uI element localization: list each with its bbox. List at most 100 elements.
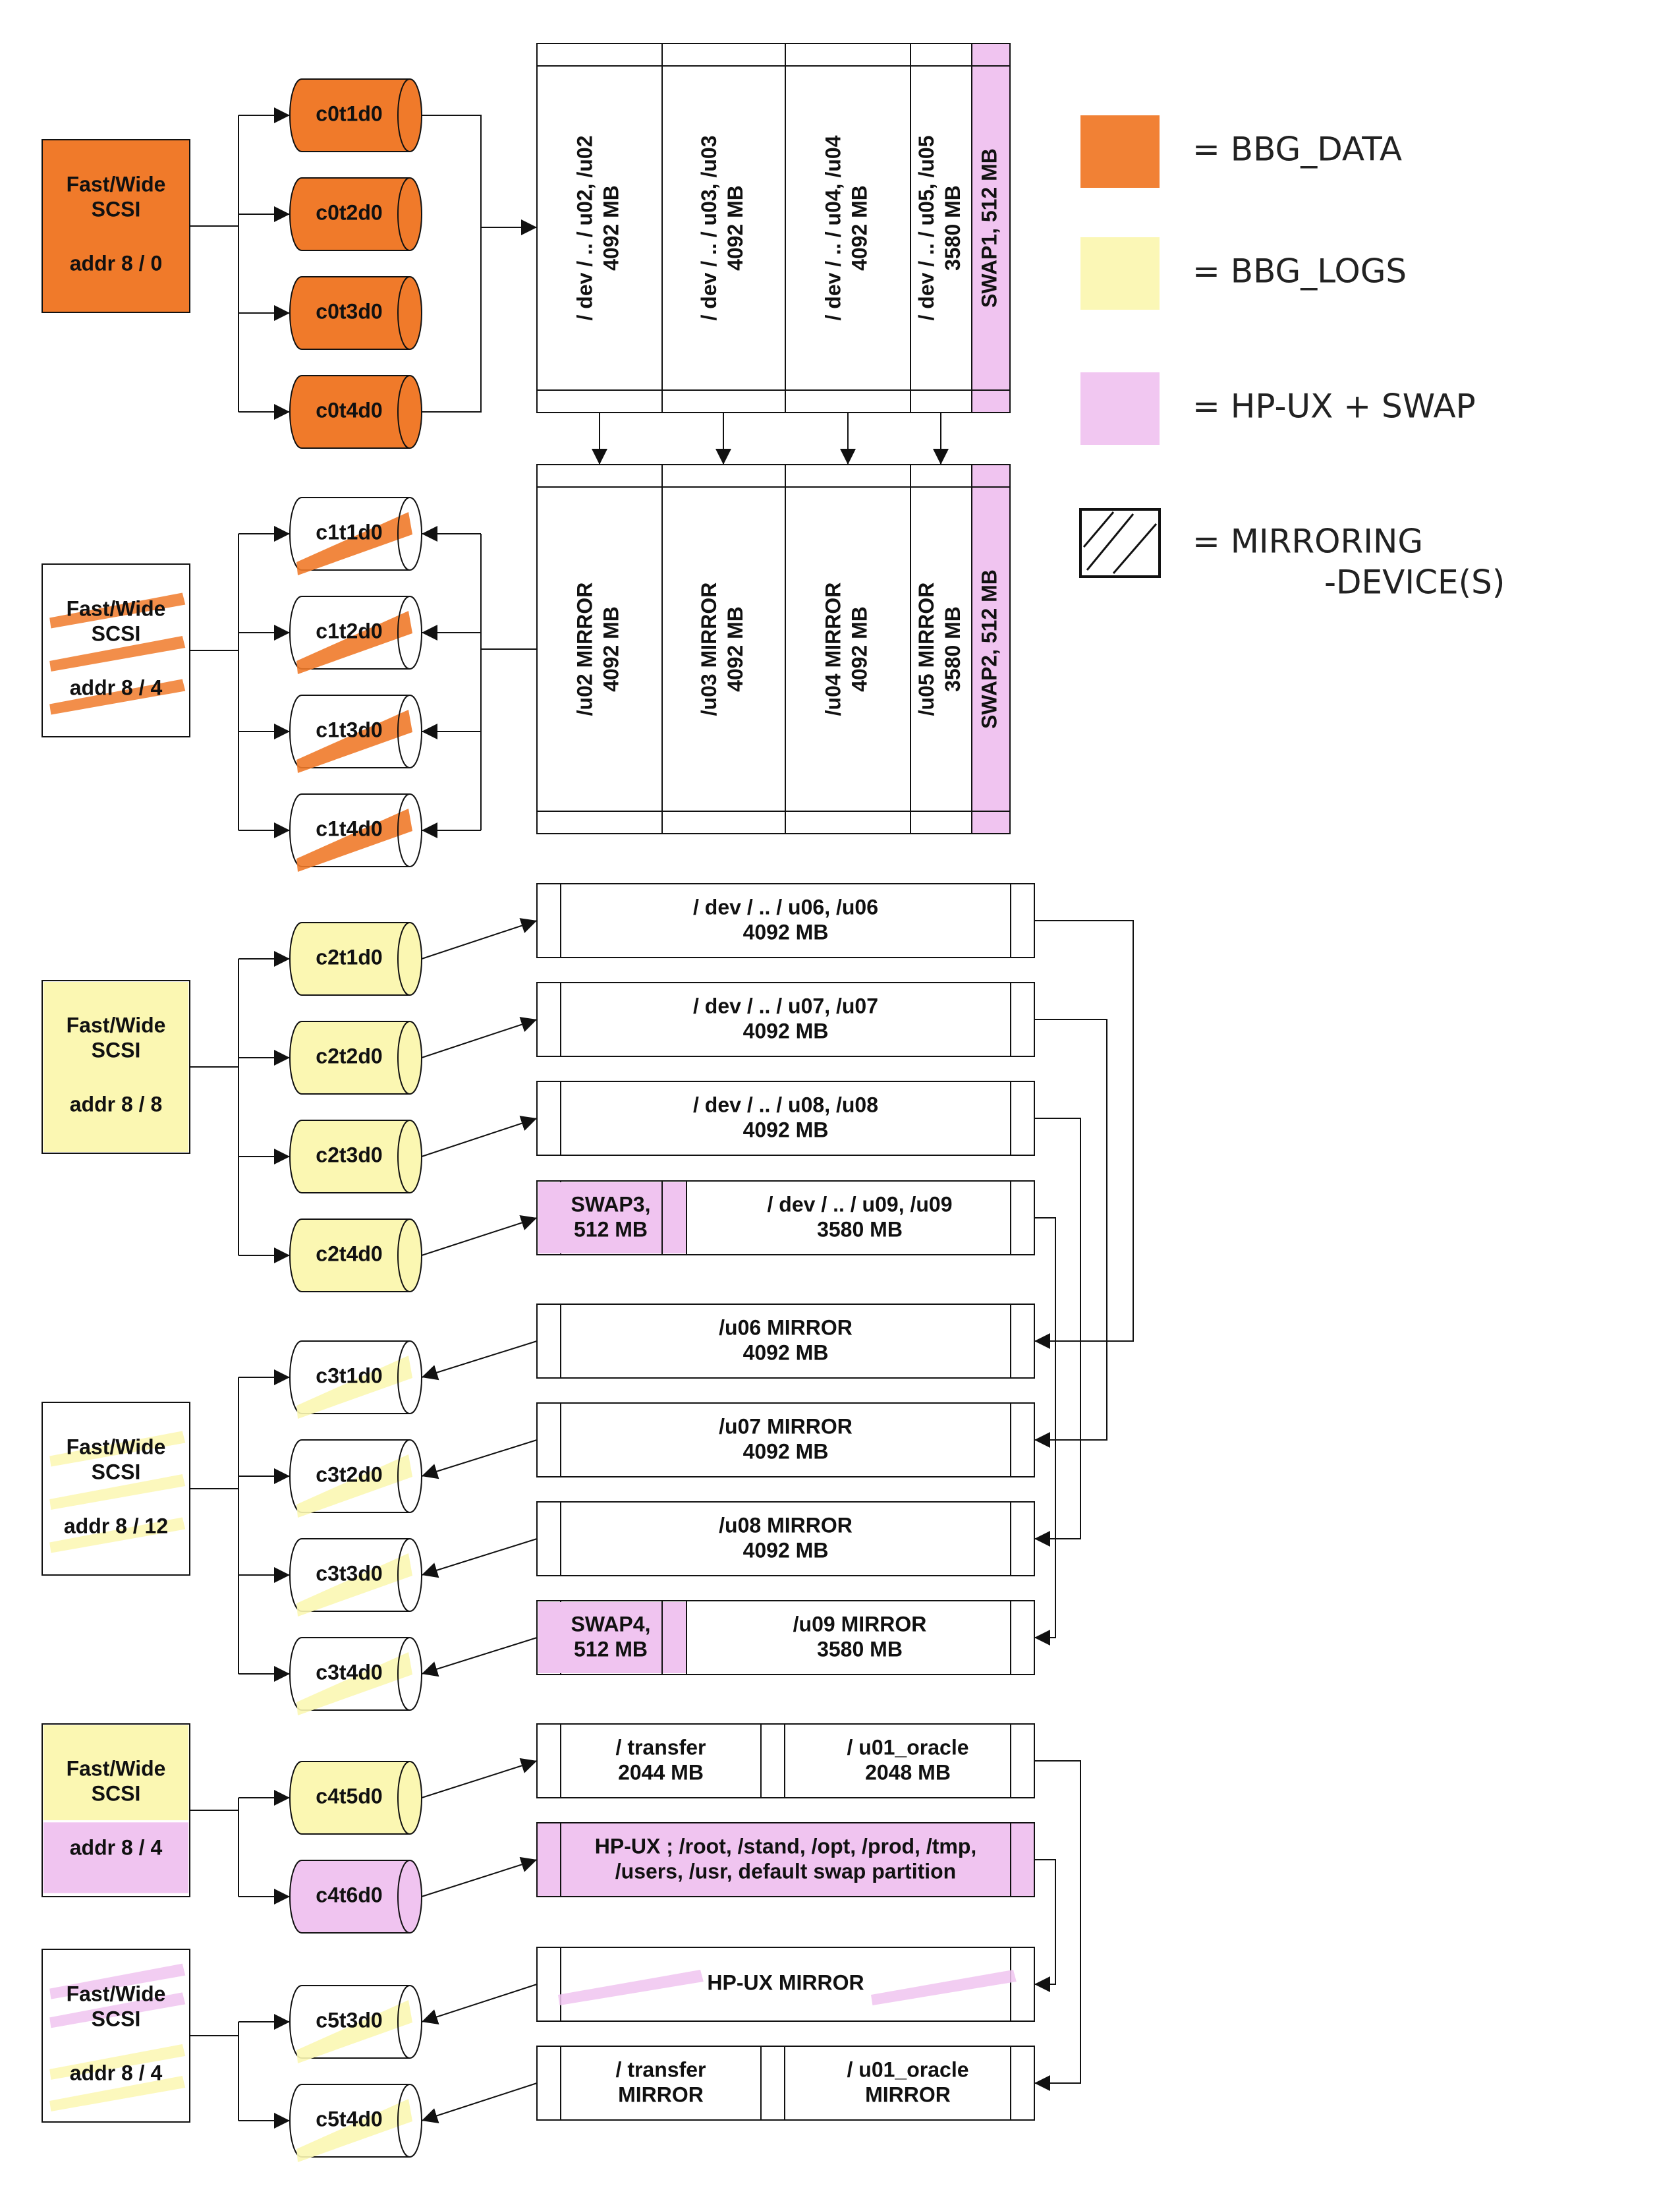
volume-label: / dev / .. / u05, /u05 [914,136,938,321]
volume-to-mirror-disk-arrow [421,1984,538,2024]
volume-size: 4092 MB [599,185,623,271]
marker-stroke [296,1553,412,1617]
legend-item: = BBG_LOGS [1080,237,1407,310]
disk-drive: c1t2d0 [289,596,422,674]
volume-label: / u01_oracle [847,1735,969,1759]
disk-rim [397,276,410,350]
volume-label: / dev / .. / u09, /u09 [768,1192,953,1216]
volume-label: HP-UX MIRROR [707,1970,864,1994]
swap-size: 512 MB [574,1217,648,1241]
disk-label: c1t3d0 [316,718,382,741]
volume-label: / u01_oracle [847,2057,969,2081]
disk-drive: c0t4d0 [289,375,422,449]
disk-drive: c2t2d0 [289,1021,422,1095]
disk-rim [397,1860,410,1934]
mirror-link [1034,1019,1107,1448]
marker-stroke [49,636,186,672]
disk-to-volume-arrow [421,1215,538,1256]
disk-label: c0t1d0 [316,101,382,125]
disk-to-volume-arrow [421,1856,538,1897]
disk-rim [397,78,410,152]
swap-label: SWAP3, [571,1192,651,1216]
legend-label: = HP-UX + SWAP [1192,387,1476,426]
disk-drive: c3t3d0 [289,1538,422,1617]
marker-highlight-strokes [49,1963,186,2028]
controller-fill [43,1725,188,1821]
logical-volume-box [536,1822,1035,1897]
logical-volume-box [536,2046,1035,2121]
volume-size: 3580 MB [817,1637,903,1661]
volume-to-mirror-disk-arrow [421,1340,538,1381]
legend-label-continued: -DEVICE(S) [1324,563,1505,602]
swap-fill [972,465,1009,833]
volume-size: 4092 MB [743,1538,829,1562]
disk-rim [397,1340,410,1414]
disk-drive: c0t2d0 [289,177,422,251]
controller-label: Fast/Wide [67,172,166,196]
volume-group-box [536,464,1011,834]
volume-size: 3580 MB [941,606,965,692]
legend-label: = BBG_DATA [1192,130,1402,169]
disk-drive: c3t4d0 [289,1637,422,1715]
disk-drive: c4t6d0 [289,1860,422,1934]
volume-size: 3580 MB [817,1217,903,1241]
controller-address: addr 8 / 4 [70,675,163,699]
disk-to-volume-arrow [421,918,538,960]
volume-size: 4092 MB [743,1019,829,1043]
volume-size: 4092 MB [847,185,871,271]
disk-drive: c2t3d0 [289,1120,422,1193]
volume-label: /u06 MIRROR [719,1315,853,1339]
marker-stroke [49,2044,186,2080]
disk-rim [397,1761,410,1835]
controller-label: SCSI [92,1038,141,1062]
disk-rim [397,1538,410,1612]
volume-size: 4092 MB [743,1118,829,1141]
disk-rim [397,2084,410,2158]
controller-label: Fast/Wide [67,596,166,620]
volume-label: /u05 MIRROR [914,583,938,716]
controller-label: SCSI [92,621,141,645]
volume-label: / dev / .. / u04, /u04 [821,135,845,320]
disk-rim [397,177,410,251]
swap-fill [972,44,1009,412]
disk-drive: c1t1d0 [289,497,422,575]
mirror-link [1034,1217,1056,1646]
marker-stroke [296,1652,412,1715]
marker-stroke [49,1517,186,1553]
volume-size: 3580 MB [941,185,965,271]
volume-label: /u08 MIRROR [719,1513,853,1537]
disk-to-volume-arrow [421,1017,538,1058]
logical-volume-box [536,1501,1035,1576]
controller-fill [43,1822,188,1893]
legend-item: = BBG_DATA [1080,115,1402,188]
disk-to-volume-arrow [421,1758,538,1798]
legend-item: = MIRRORING-DEVICE(S) [1079,508,1505,602]
volume-label: /u04 MIRROR [821,583,845,716]
legend: = BBG_DATA = BBG_LOGS = HP-UX + SWAP = MIRR… [1079,115,1505,602]
disk-label: c5t3d0 [316,2008,382,2032]
disk-drive: c0t1d0 [289,78,422,152]
volume-label: /u02 MIRROR [573,583,596,716]
controller-label: SCSI [92,197,141,221]
marker-stroke [296,611,412,674]
hatch-stroke [1082,511,1115,548]
disk-label: c2t2d0 [316,1044,382,1068]
swap-size: 512 MB [574,1637,648,1661]
disk-rim [397,793,410,867]
controller-address: addr 8 / 12 [64,1514,168,1537]
volume-label: HP-UX ; /root, /stand, /opt, /prod, /tmp… [595,1834,977,1858]
